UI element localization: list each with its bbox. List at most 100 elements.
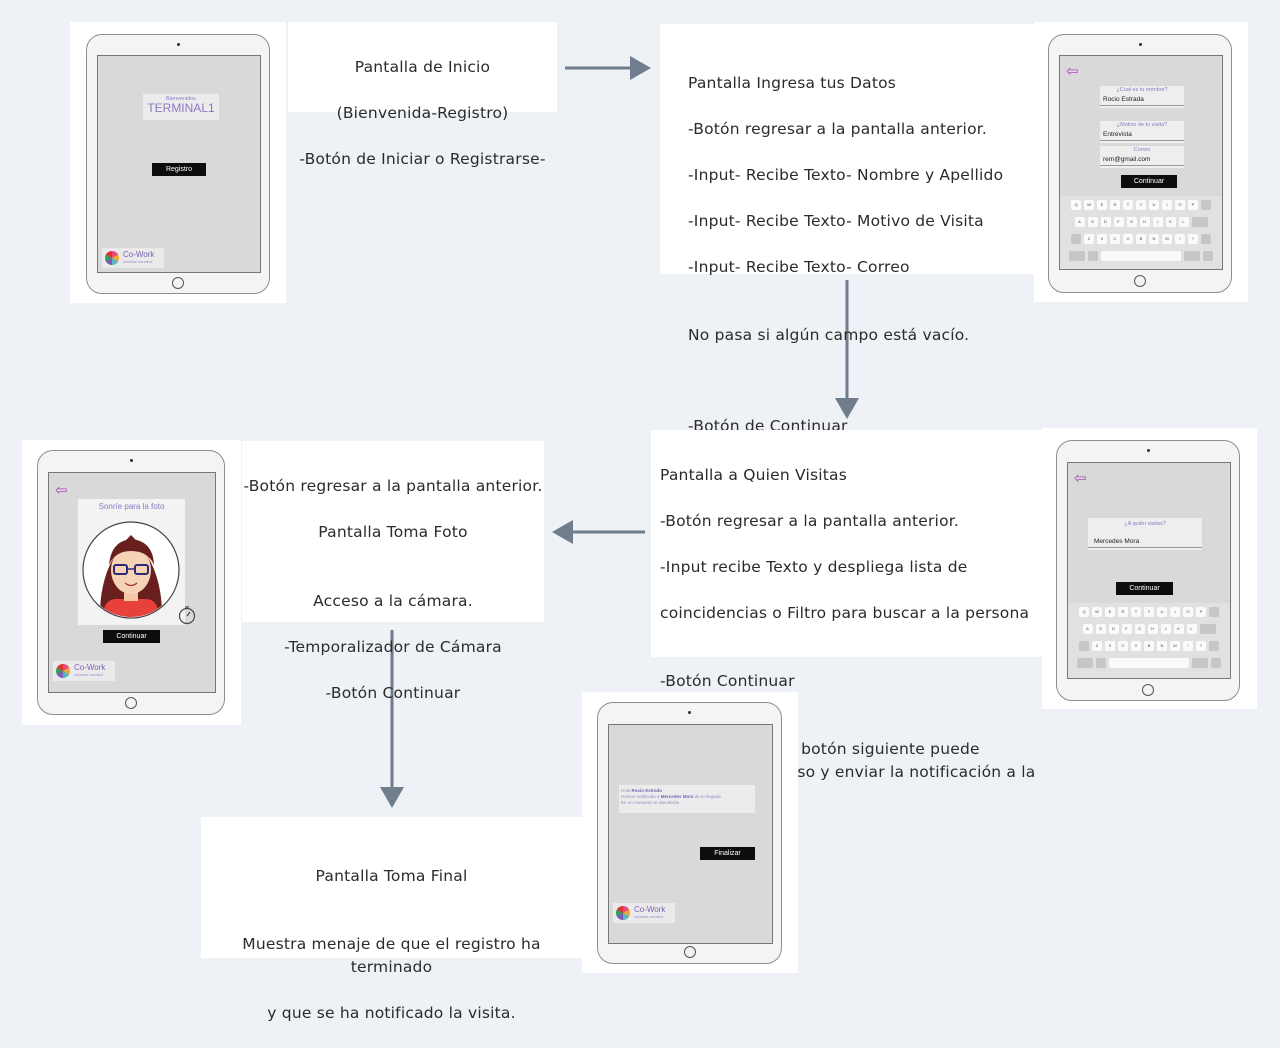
key[interactable]: ?: [1196, 641, 1206, 651]
key[interactable]: Y: [1144, 607, 1154, 617]
registro-button[interactable]: Registro: [152, 163, 206, 176]
key[interactable]: M: [1170, 641, 1180, 651]
space-key[interactable]: [1109, 658, 1189, 668]
key[interactable]: K: [1173, 624, 1184, 634]
key[interactable]: Q: [1071, 200, 1081, 210]
continuar-button[interactable]: Continuar: [1121, 175, 1177, 188]
key[interactable]: B: [1144, 641, 1154, 651]
welcome-text: Bienvenidos: [166, 96, 196, 102]
shift-key[interactable]: [1201, 234, 1211, 244]
keyboard-hide-key[interactable]: [1203, 251, 1213, 261]
flower-icon: [616, 906, 630, 920]
key[interactable]: N: [1149, 234, 1159, 244]
numbers-key[interactable]: [1192, 658, 1208, 668]
continuar-button[interactable]: Continuar: [103, 630, 160, 643]
key[interactable]: C: [1110, 234, 1120, 244]
key[interactable]: J: [1152, 217, 1163, 227]
continuar-button[interactable]: Continuar: [1116, 582, 1173, 595]
visita-label: ¿A quién visitas?: [1124, 521, 1166, 527]
home-button: [172, 277, 184, 289]
key[interactable]: J: [1160, 624, 1171, 634]
visitas-button-desc: -Botón Continuar: [660, 672, 795, 690]
back-arrow-icon[interactable]: ⇦: [55, 481, 68, 499]
key[interactable]: T: [1123, 200, 1133, 210]
key[interactable]: U: [1157, 607, 1167, 617]
key[interactable]: M: [1162, 234, 1172, 244]
key[interactable]: I: [1162, 200, 1172, 210]
back-arrow-icon[interactable]: ⇦: [1074, 469, 1087, 487]
shift-key[interactable]: [1209, 641, 1219, 651]
key[interactable]: T: [1131, 607, 1141, 617]
camera-dot: [688, 711, 691, 714]
final-description: Pantalla Toma Final Muestra menaje de qu…: [201, 817, 582, 1022]
key[interactable]: H: [1147, 624, 1158, 634]
backspace-key[interactable]: [1209, 607, 1219, 617]
key[interactable]: H: [1139, 217, 1150, 227]
key[interactable]: G: [1134, 624, 1145, 634]
key[interactable]: C: [1118, 641, 1128, 651]
key[interactable]: L: [1186, 624, 1197, 634]
key[interactable]: L: [1178, 217, 1189, 227]
space-key[interactable]: [1101, 251, 1181, 261]
key[interactable]: I: [1170, 607, 1180, 617]
key[interactable]: ?: [1188, 234, 1198, 244]
key[interactable]: Y: [1136, 200, 1146, 210]
backspace-key[interactable]: [1201, 200, 1211, 210]
name-field[interactable]: ¿Cual es tu nombre? Rocio Estrada: [1100, 86, 1184, 108]
key[interactable]: F: [1121, 624, 1132, 634]
key[interactable]: Q: [1079, 607, 1089, 617]
key[interactable]: N: [1157, 641, 1167, 651]
numbers-key[interactable]: [1184, 251, 1200, 261]
correo-value: rem@gmail.com: [1103, 156, 1151, 163]
key[interactable]: B: [1136, 234, 1146, 244]
key[interactable]: K: [1165, 217, 1176, 227]
visita-field[interactable]: ¿A quién visitas? Mercedes Mora: [1088, 518, 1202, 550]
key[interactable]: G: [1126, 217, 1137, 227]
key[interactable]: F: [1113, 217, 1124, 227]
key[interactable]: E: [1105, 607, 1115, 617]
key[interactable]: V: [1131, 641, 1141, 651]
keyboard-hide-key[interactable]: [1211, 658, 1221, 668]
shift-key[interactable]: [1071, 234, 1081, 244]
return-key[interactable]: [1199, 624, 1216, 634]
key[interactable]: D: [1100, 217, 1111, 227]
key[interactable]: R: [1118, 607, 1128, 617]
mic-key[interactable]: [1096, 658, 1106, 668]
key[interactable]: E: [1097, 200, 1107, 210]
key[interactable]: X: [1097, 234, 1107, 244]
correo-field[interactable]: Correo rem@gmail.com: [1100, 146, 1184, 168]
inicio-ipad-frame: Bienvenidos TERMINAL1 Registro Co-Work c…: [86, 34, 270, 294]
key[interactable]: U: [1149, 200, 1159, 210]
motivo-field[interactable]: ¿Motivo de tu visita? Entrevista: [1100, 121, 1184, 143]
key[interactable]: O: [1175, 200, 1185, 210]
numbers-key[interactable]: [1069, 251, 1085, 261]
mic-key[interactable]: [1088, 251, 1098, 261]
key[interactable]: Z: [1092, 641, 1102, 651]
keyboard: Q W E R T Y U I O P A S D F G: [1060, 196, 1222, 269]
keyboard-row-4: [1068, 658, 1230, 668]
timer-icon[interactable]: [177, 605, 197, 625]
key[interactable]: V: [1123, 234, 1133, 244]
key[interactable]: Z: [1084, 234, 1094, 244]
key[interactable]: D: [1108, 624, 1119, 634]
key[interactable]: S: [1095, 624, 1106, 634]
key[interactable]: O: [1183, 607, 1193, 617]
inicio-line-1: (Bienvenida-Registro): [336, 104, 509, 122]
shift-key[interactable]: [1079, 641, 1089, 651]
back-arrow-icon[interactable]: ⇦: [1066, 62, 1079, 80]
key[interactable]: A: [1082, 624, 1093, 634]
key[interactable]: !: [1183, 641, 1193, 651]
foto-ipad-frame: ⇦ Sonríe para la foto: [37, 450, 225, 715]
key[interactable]: X: [1105, 641, 1115, 651]
key[interactable]: S: [1087, 217, 1098, 227]
key[interactable]: R: [1110, 200, 1120, 210]
key[interactable]: W: [1092, 607, 1102, 617]
key[interactable]: P: [1196, 607, 1206, 617]
finalizar-button[interactable]: Finalizar: [700, 847, 755, 860]
key[interactable]: W: [1084, 200, 1094, 210]
numbers-key[interactable]: [1077, 658, 1093, 668]
key[interactable]: A: [1074, 217, 1085, 227]
key[interactable]: P: [1188, 200, 1198, 210]
return-key[interactable]: [1191, 217, 1208, 227]
key[interactable]: !: [1175, 234, 1185, 244]
